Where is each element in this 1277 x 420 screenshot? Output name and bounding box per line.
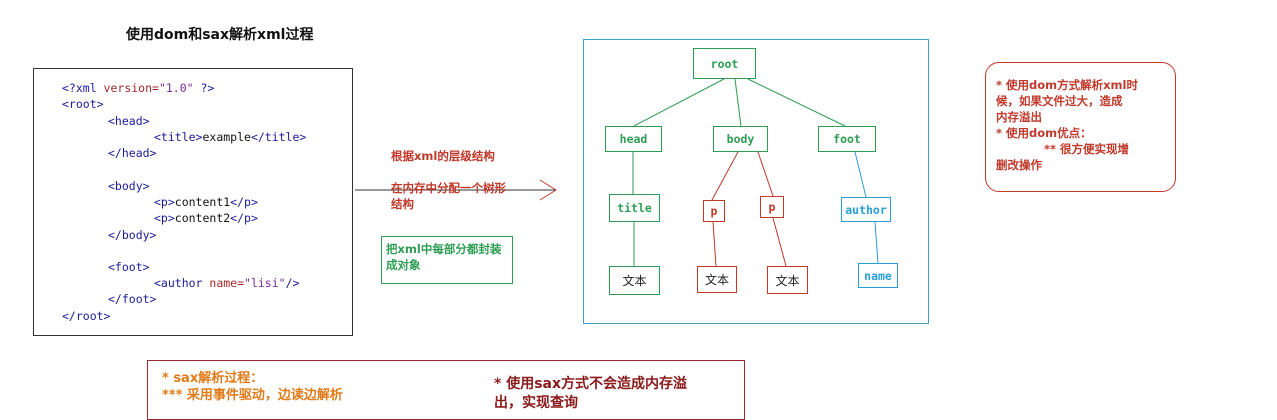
- code-line-decl: <?xml version="1.0" ?>: [62, 81, 214, 95]
- sax-note-right1: * 使用sax方式不会造成内存溢: [494, 376, 688, 392]
- code-decl-val: "1.0": [158, 81, 194, 95]
- tree-node-text-1: 文本: [609, 266, 660, 295]
- tree-node-text-3: 文本: [767, 266, 808, 294]
- code-author-open: <author: [154, 276, 210, 290]
- code-decl-close: ?>: [193, 81, 215, 95]
- dom-tree-frame: [583, 39, 929, 324]
- code-decl-attr: version=: [103, 81, 159, 95]
- sax-note-box: * sax解析过程： *** 采用事件驱动，边读边解析 * 使用sax方式不会造…: [147, 360, 745, 420]
- edge-author-name: [874, 221, 879, 264]
- dom-note-line4: * 使用dom优点：: [996, 126, 1092, 140]
- edge-body-p1: [711, 151, 739, 201]
- page-title: 使用dom和sax解析xml过程: [126, 27, 314, 43]
- code-name-attr: name=: [209, 276, 245, 290]
- code-root-open: <root>: [62, 97, 104, 111]
- code-title-close: </title>: [250, 130, 307, 144]
- code-name-val: "lisi": [244, 276, 286, 290]
- sax-note-right2: 出，实现查询: [494, 395, 578, 411]
- object-note-line1: 把xml中每部分都封装: [386, 242, 502, 256]
- sax-note-line1: * sax解析过程：: [162, 371, 264, 386]
- code-line-p2: <p>content2</p>: [154, 211, 258, 225]
- code-foot-open: <foot>: [108, 260, 150, 274]
- edge-root-foot: [747, 78, 846, 127]
- code-p1-close: </p>: [230, 195, 258, 209]
- tree-node-root: root: [693, 48, 756, 79]
- dom-note-line6: 删改操作: [996, 158, 1042, 172]
- object-note-box: 把xml中每部分都封装 成对象: [381, 236, 513, 284]
- tree-node-title: title: [609, 194, 660, 222]
- xml-code-box: <?xml version="1.0" ?> <root> <head> <ti…: [33, 68, 353, 336]
- code-decl-open: <?xml: [62, 81, 104, 95]
- code-root-close: </root>: [62, 309, 111, 323]
- code-body-open: <body>: [108, 179, 150, 193]
- tree-node-text-2: 文本: [697, 266, 737, 293]
- code-head-open: <head>: [108, 114, 150, 128]
- code-p2-text: content2: [174, 211, 231, 225]
- code-line-title: <title>example</title>: [154, 130, 306, 144]
- edge-body-p2: [757, 151, 774, 197]
- tree-node-p1: p: [703, 200, 725, 222]
- dom-note-line5: ** 很方便实现增: [1044, 142, 1130, 156]
- code-p2-open: <p>: [154, 211, 175, 225]
- code-p1-open: <p>: [154, 195, 175, 209]
- tree-node-author: author: [841, 197, 891, 222]
- code-p1-text: content1: [174, 195, 231, 209]
- dom-note-line1: * 使用dom方式解析xml时: [996, 78, 1138, 92]
- edge-p2-text: [772, 217, 787, 267]
- code-title-open: <title>: [154, 130, 203, 144]
- edge-root-head: [633, 78, 725, 127]
- code-line-author: <author name="lisi"/>: [154, 276, 299, 290]
- tree-node-p2: p: [760, 196, 784, 218]
- sax-note-line2: *** 采用事件驱动，边读边解析: [162, 388, 343, 403]
- dom-note-line3: 内存溢出: [996, 110, 1042, 124]
- edge-root-body: [734, 78, 742, 127]
- tree-note-line2: 在内存中分配一个树形: [391, 181, 506, 195]
- code-foot-close: </foot>: [108, 292, 157, 306]
- code-title-text: example: [202, 130, 251, 144]
- object-note-line2: 成对象: [386, 258, 421, 272]
- code-head-close: </head>: [108, 146, 157, 160]
- tree-note-line3: 结构: [391, 197, 414, 211]
- tree-node-name: name: [858, 263, 898, 288]
- dom-pros-cons-note: * 使用dom方式解析xml时 候，如果文件过大，造成 内存溢出 * 使用dom…: [985, 62, 1176, 192]
- edge-foot-author: [854, 151, 867, 198]
- arrow-head: [539, 179, 557, 201]
- code-line-p1: <p>content1</p>: [154, 195, 258, 209]
- connector-lines: [355, 78, 879, 267]
- tree-note-line1: 根据xml的层级结构: [391, 149, 495, 163]
- dom-note-line2: 候，如果文件过大，造成: [996, 94, 1123, 108]
- tree-node-head: head: [605, 126, 662, 152]
- code-body-close: </body>: [108, 228, 157, 242]
- code-author-close: />: [285, 276, 300, 290]
- tree-node-body: body: [713, 126, 768, 152]
- code-p2-close: </p>: [230, 211, 258, 225]
- tree-node-foot: foot: [818, 126, 876, 152]
- edge-p1-text: [712, 221, 717, 267]
